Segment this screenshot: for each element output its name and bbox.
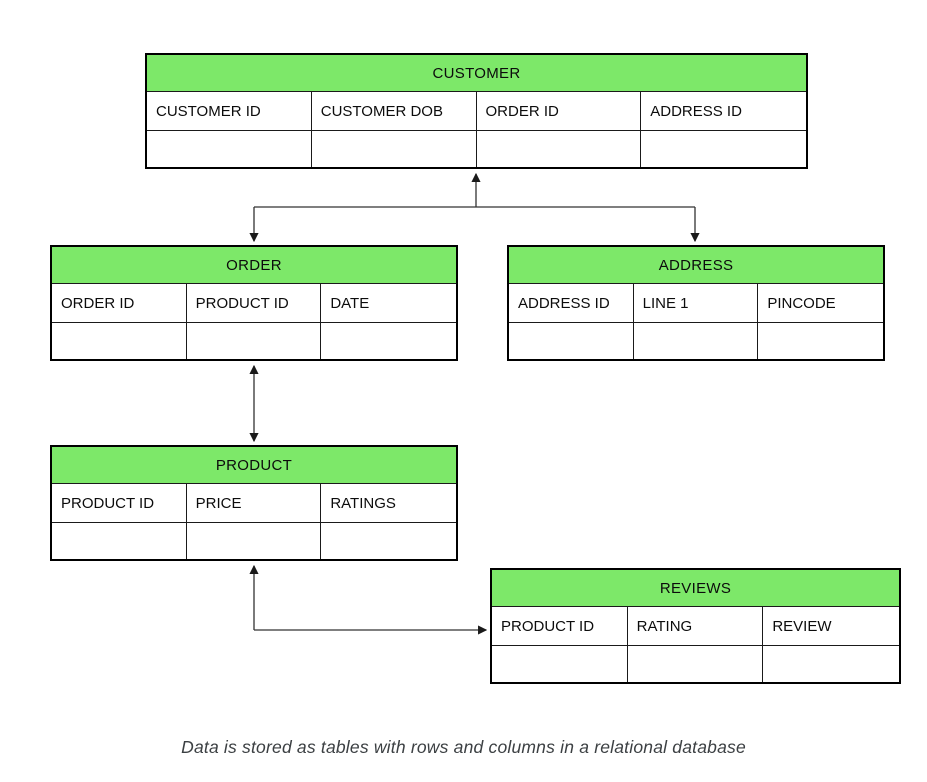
empty-cell	[147, 131, 312, 167]
empty-cell	[187, 523, 322, 559]
column-header: LINE 1	[633, 284, 759, 323]
column-header: PRODUCT ID	[186, 284, 322, 323]
column-header: RATINGS	[321, 484, 456, 523]
column-header: PRODUCT ID	[52, 484, 187, 523]
empty-cell	[312, 131, 477, 167]
column-header: REVIEW	[763, 607, 899, 646]
empty-cell	[52, 523, 187, 559]
empty-cell	[321, 523, 456, 559]
empty-cell	[477, 131, 642, 167]
table-reviews-columns: PRODUCT ID RATING REVIEW	[492, 607, 899, 646]
column-header: ADDRESS ID	[641, 92, 806, 131]
table-address-columns: ADDRESS ID LINE 1 PINCODE	[509, 284, 883, 323]
column-header: CUSTOMER ID	[147, 92, 312, 131]
table-order-columns: ORDER ID PRODUCT ID DATE	[52, 284, 456, 323]
empty-cell	[509, 323, 634, 359]
table-order: ORDER ORDER ID PRODUCT ID DATE	[50, 245, 458, 361]
empty-cell	[763, 646, 899, 682]
table-address: ADDRESS ADDRESS ID LINE 1 PINCODE	[507, 245, 885, 361]
column-header: RATING	[627, 607, 764, 646]
empty-cell	[758, 323, 883, 359]
table-customer: CUSTOMER CUSTOMER ID CUSTOMER DOB ORDER …	[145, 53, 808, 169]
table-customer-empty-row	[147, 131, 806, 167]
empty-cell	[628, 646, 764, 682]
table-product: PRODUCT PRODUCT ID PRICE RATINGS	[50, 445, 458, 561]
column-header: ORDER ID	[52, 284, 187, 323]
table-reviews-empty-row	[492, 646, 899, 682]
table-product-columns: PRODUCT ID PRICE RATINGS	[52, 484, 456, 523]
empty-cell	[321, 323, 456, 359]
column-header: DATE	[321, 284, 456, 323]
table-customer-columns: CUSTOMER ID CUSTOMER DOB ORDER ID ADDRES…	[147, 92, 806, 131]
column-header: PINCODE	[758, 284, 883, 323]
table-address-empty-row	[509, 323, 883, 359]
table-order-title: ORDER	[52, 247, 456, 284]
empty-cell	[634, 323, 759, 359]
table-customer-title: CUSTOMER	[147, 55, 806, 92]
table-product-empty-row	[52, 523, 456, 559]
column-header: PRODUCT ID	[492, 607, 628, 646]
empty-cell	[492, 646, 628, 682]
column-header: PRICE	[186, 484, 322, 523]
table-order-empty-row	[52, 323, 456, 359]
empty-cell	[52, 323, 187, 359]
column-header: ORDER ID	[476, 92, 642, 131]
table-reviews: REVIEWS PRODUCT ID RATING REVIEW	[490, 568, 901, 684]
table-product-title: PRODUCT	[52, 447, 456, 484]
column-header: CUSTOMER DOB	[311, 92, 477, 131]
empty-cell	[641, 131, 806, 167]
table-address-title: ADDRESS	[509, 247, 883, 284]
empty-cell	[187, 323, 322, 359]
diagram-caption: Data is stored as tables with rows and c…	[181, 737, 746, 757]
table-reviews-title: REVIEWS	[492, 570, 899, 607]
column-header: ADDRESS ID	[509, 284, 634, 323]
